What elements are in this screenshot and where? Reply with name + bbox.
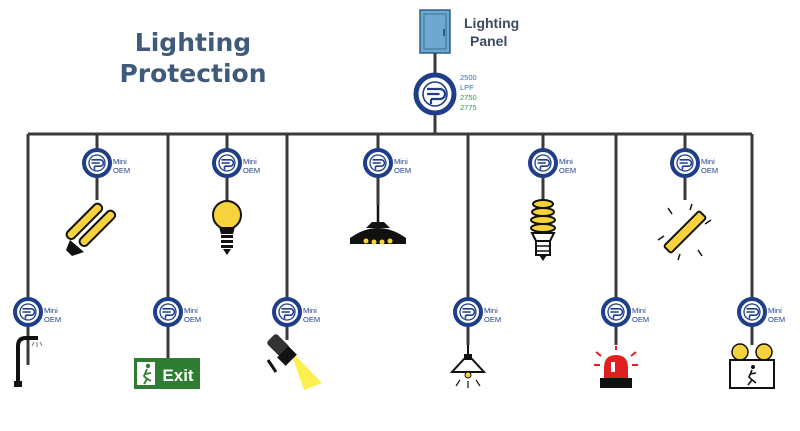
protector-badge: Mini OEM [272, 297, 320, 327]
badge-label-oem: OEM [701, 166, 718, 175]
protector-badge: Mini OEM [601, 297, 649, 327]
badge-label-oem: OEM [184, 315, 201, 324]
model-label-3: 2750 [460, 93, 477, 102]
badge-label-mini: Mini [701, 157, 715, 166]
street-lamp-icon [14, 336, 43, 387]
badge-label-mini: Mini [303, 306, 317, 315]
badge-label-oem: OEM [243, 166, 260, 175]
panel-label-line2: Panel [470, 33, 507, 49]
badge-label-mini: Mini [394, 157, 408, 166]
diagram-title-line1: Lighting [135, 28, 251, 57]
panel-label-line1: Lighting [464, 15, 519, 31]
main-protector-icon [413, 72, 457, 116]
badge-label-oem: OEM [394, 166, 411, 175]
badge-label-mini: Mini [559, 157, 573, 166]
fluorescent-tube-icon [657, 203, 712, 261]
badge-label-oem: OEM [303, 315, 320, 324]
badge-label-mini: Mini [184, 306, 198, 315]
emergency-light-icon [729, 343, 775, 389]
exit-text: Exit [162, 366, 194, 385]
model-label-4: 2775 [460, 103, 477, 112]
protector-badge: Mini OEM [13, 297, 61, 327]
badge-label-oem: OEM [768, 315, 785, 324]
cfl-tube-icon [65, 202, 117, 256]
badge-label-oem: OEM [113, 166, 130, 175]
badge-label-mini: Mini [632, 306, 646, 315]
model-label-2: LPF [460, 83, 474, 92]
badge-label-oem: OEM [484, 315, 501, 324]
protector-badge: Mini OEM [153, 297, 201, 327]
badge-label-oem: OEM [44, 315, 61, 324]
pendant-lamp-icon [449, 345, 487, 388]
protector-badge: Mini OEM [737, 297, 785, 327]
badge-label-oem: OEM [632, 315, 649, 324]
warning-beacon-icon [594, 346, 638, 388]
badge-label-mini: Mini [113, 157, 127, 166]
protector-badge: Mini OEM [363, 148, 411, 178]
model-label-1: 2500 [460, 73, 477, 82]
protector-badge: Mini OEM [528, 148, 576, 178]
diagram-title-line2: Protection [119, 59, 266, 88]
high-bay-light-icon [350, 205, 406, 245]
lighting-panel-icon [419, 9, 451, 54]
badge-label-mini: Mini [768, 306, 782, 315]
badge-label-mini: Mini [484, 306, 498, 315]
protector-badge: Mini OEM [82, 148, 130, 178]
protector-badge: Mini OEM [453, 297, 501, 327]
spotlight-icon [266, 334, 322, 390]
badge-label-mini: Mini [243, 157, 257, 166]
protector-badge: Mini OEM [670, 148, 718, 178]
exit-sign-icon: Exit [134, 358, 200, 389]
spiral-cfl-icon [530, 199, 556, 261]
protector-badge: Mini OEM [212, 148, 260, 178]
led-bulb-icon [212, 200, 242, 255]
badge-label-mini: Mini [44, 306, 58, 315]
badge-label-oem: OEM [559, 166, 576, 175]
